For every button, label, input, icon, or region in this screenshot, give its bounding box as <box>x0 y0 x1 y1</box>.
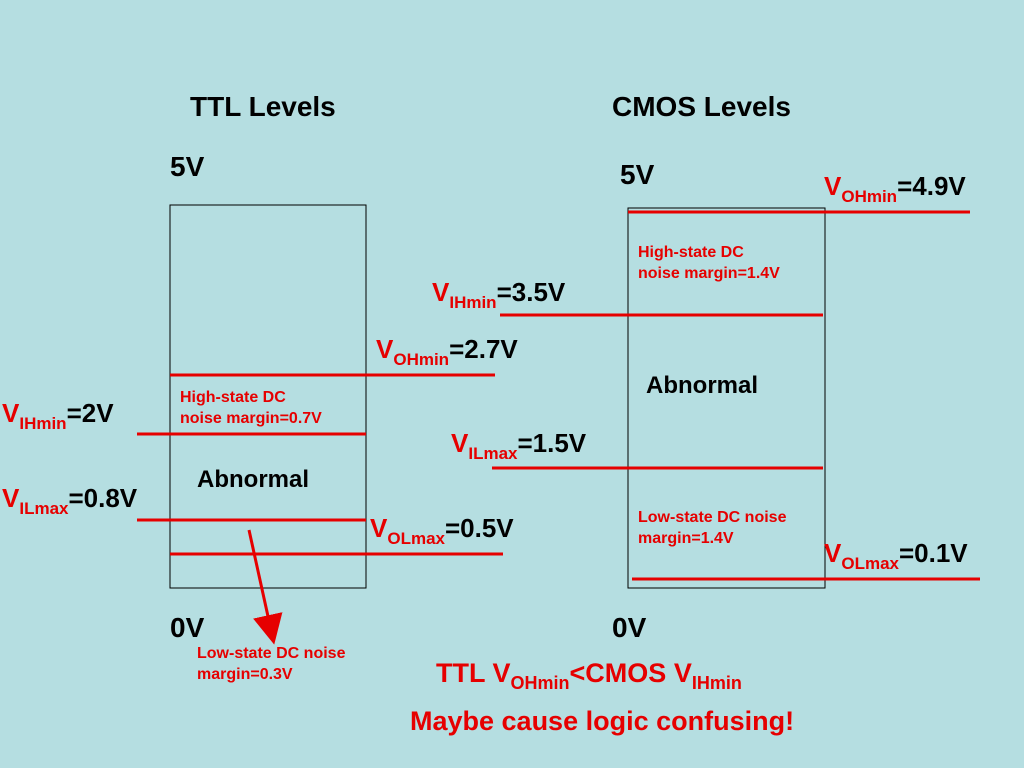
cmos-level-box <box>627 207 826 589</box>
cmos-low-margin-note: Low-state DC noise margin=1.4V <box>638 509 787 547</box>
ttl-abnormal-region: Abnormal <box>197 466 310 493</box>
ttl-vih-label: VIHmin=2V <box>2 398 114 433</box>
ttl-bottom-voltage: 0V <box>170 612 205 643</box>
cmos-high-margin-note: High-state DC noise margin=1.4V <box>638 244 780 282</box>
ttl-vol-label: VOLmax=0.5V <box>370 513 514 548</box>
comparison-statement: TTL VOHmin<CMOS VIHmin <box>436 658 742 693</box>
warning-statement: Maybe cause logic confusing! <box>410 706 795 736</box>
cmos-title: CMOS Levels <box>612 91 791 122</box>
cmos-voh-label: VOHmin=4.9V <box>824 171 966 206</box>
ttl-vil-label: VILmax=0.8V <box>2 483 138 518</box>
cmos-vih-label: VIHmin=3.5V <box>432 277 566 312</box>
cmos-vol-label: VOLmax=0.1V <box>824 538 968 573</box>
ttl-high-margin-note: High-state DC noise margin=0.7V <box>180 389 322 427</box>
cmos-vil-label: VILmax=1.5V <box>451 428 587 463</box>
cmos-bottom-voltage: 0V <box>612 612 647 643</box>
cmos-abnormal-region: Abnormal <box>646 372 759 399</box>
cmos-top-voltage: 5V <box>620 159 655 190</box>
ttl-voh-label: VOHmin=2.7V <box>376 334 518 369</box>
ttl-title: TTL Levels <box>190 91 336 122</box>
ttl-low-margin-arrow <box>247 529 283 645</box>
ttl-level-box <box>169 204 367 589</box>
ttl-top-voltage: 5V <box>170 151 205 182</box>
ttl-low-margin-note: Low-state DC noise margin=0.3V <box>197 645 346 683</box>
